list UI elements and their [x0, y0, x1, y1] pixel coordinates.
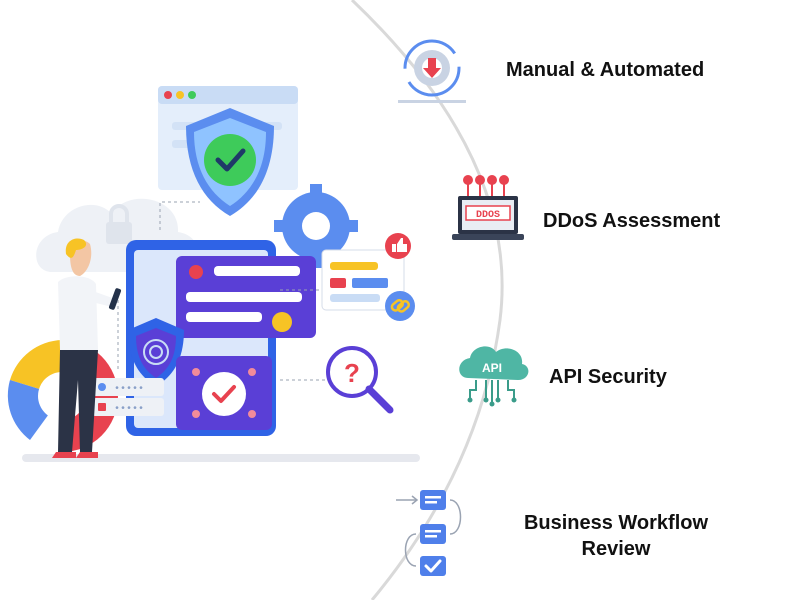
settings-card — [321, 249, 405, 311]
dashed-connectors — [117, 201, 326, 381]
gear-arrows-icon — [398, 39, 466, 103]
login-fields: ••••• ••••• — [92, 378, 164, 416]
stopwatch-card — [176, 356, 272, 430]
security-illustration: ••••• ••••• — [7, 86, 420, 462]
svg-text:•••••: ••••• — [114, 384, 144, 395]
feature-label-business-workflow-review: Business Workflow Review — [496, 510, 736, 562]
feature-label-ddos-assessment: DDoS Assessment — [543, 210, 721, 232]
person-figure — [52, 238, 122, 458]
question-magnifier-icon: ? — [326, 346, 394, 414]
api-icon-text: API — [482, 361, 502, 375]
profile-card — [176, 256, 316, 338]
feature-label-api-security: API Security — [549, 366, 667, 388]
svg-text:•••••: ••••• — [114, 404, 144, 415]
svg-text:?: ? — [344, 358, 360, 388]
link-icon — [385, 291, 415, 321]
thumbs-up-icon — [385, 233, 411, 259]
shield-check-icon — [186, 108, 274, 216]
feature-label-line-2: Review — [581, 538, 651, 560]
feature-label-line-1: Business Workflow — [523, 512, 709, 534]
feature-label-manual-automated: Manual & Automated — [506, 59, 705, 81]
ddos-icon-text: DDOS — [476, 210, 500, 221]
ground-shadow — [22, 454, 420, 462]
api-cloud-icon: API — [459, 346, 529, 407]
workflow-icon — [396, 490, 462, 576]
fingerprint-shield-icon — [128, 318, 184, 386]
ddos-laptop-icon: DDOS — [452, 175, 524, 240]
